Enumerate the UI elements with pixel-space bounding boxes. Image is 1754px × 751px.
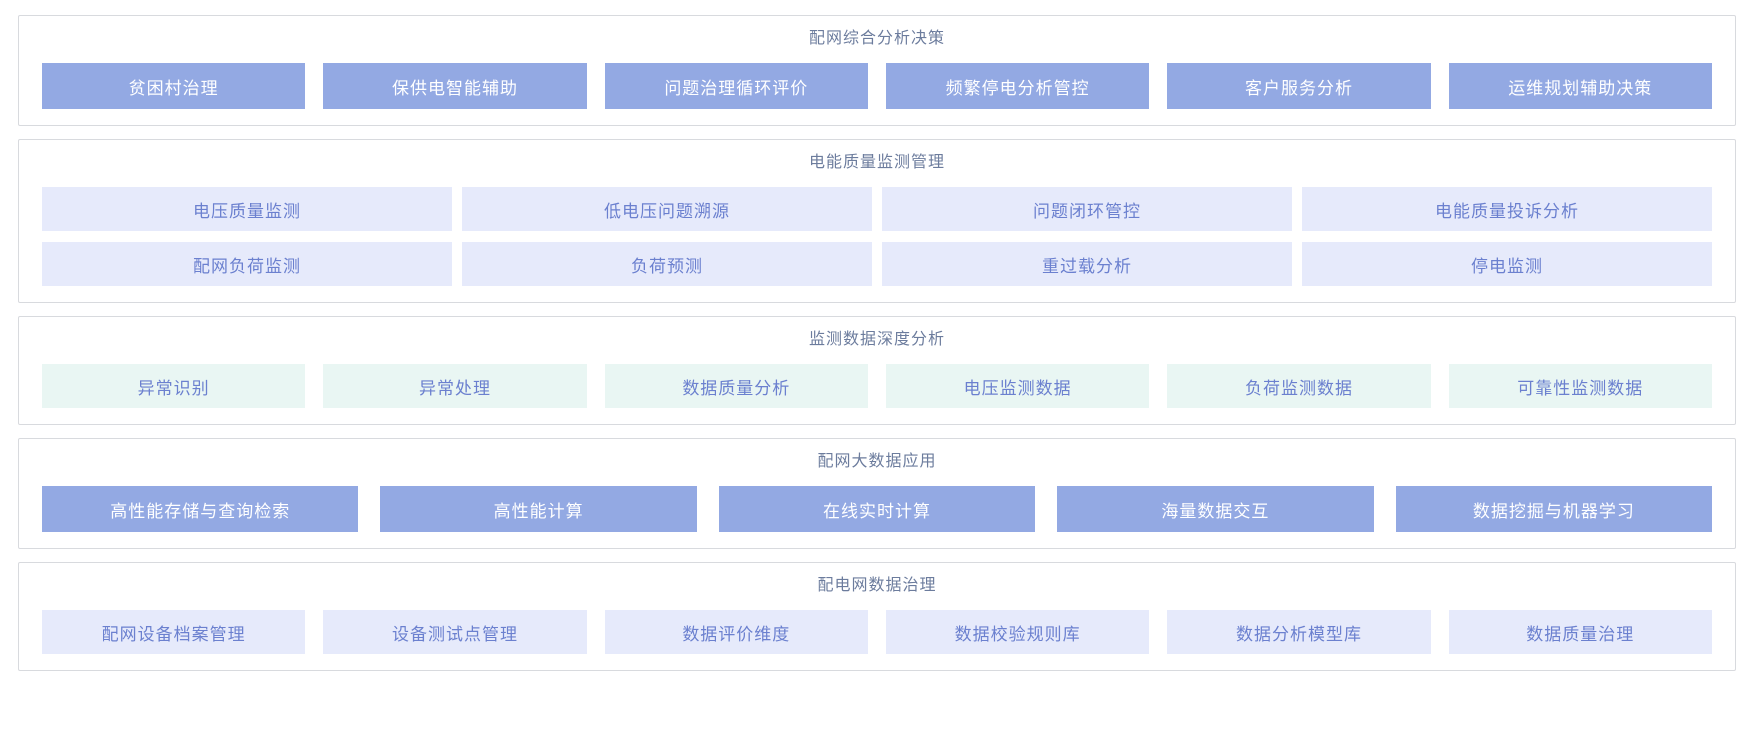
module-button[interactable]: 数据校验规则库: [885, 610, 1150, 654]
section-title: 电能质量监测管理: [808, 154, 945, 171]
module-button[interactable]: 数据质量治理: [1448, 610, 1712, 654]
module-button[interactable]: 贫困村治理: [42, 63, 306, 109]
section-title: 配网综合分析决策: [808, 30, 945, 47]
section-title: 监测数据深度分析: [808, 331, 945, 348]
module-button[interactable]: 可靠性监测数据: [1448, 364, 1712, 408]
section-title: 配网大数据应用: [817, 453, 937, 470]
button-rows: 异常识别异常处理数据质量分析电压监测数据负荷监测数据可靠性监测数据: [42, 364, 1712, 408]
section-panel-2: 电能质量监测管理电压质量监测低电压问题溯源问题闭环管控电能质量投诉分析配网负荷监…: [18, 139, 1736, 303]
button-row: 配网设备档案管理设备测试点管理数据评价维度数据校验规则库数据分析模型库数据质量治…: [42, 610, 1712, 654]
module-button[interactable]: 设备测试点管理: [323, 610, 587, 654]
button-row: 贫困村治理保供电智能辅助问题治理循环评价频繁停电分析管控客户服务分析运维规划辅助…: [42, 63, 1712, 109]
module-button[interactable]: 负荷预测: [462, 242, 872, 286]
module-button[interactable]: 问题闭环管控: [882, 187, 1292, 231]
module-button[interactable]: 数据分析模型库: [1167, 610, 1431, 654]
module-button[interactable]: 数据质量分析: [604, 364, 868, 408]
module-button[interactable]: 在线实时计算: [718, 486, 1036, 532]
module-button[interactable]: 停电监测: [1302, 242, 1712, 286]
button-rows: 高性能存储与查询检索高性能计算在线实时计算海量数据交互数据挖掘与机器学习: [42, 486, 1713, 532]
button-row: 电压质量监测低电压问题溯源问题闭环管控电能质量投诉分析: [42, 187, 1712, 231]
button-rows: 电压质量监测低电压问题溯源问题闭环管控电能质量投诉分析配网负荷监测负荷预测重过载…: [42, 187, 1712, 286]
section-panel-5: 配电网数据治理配网设备档案管理设备测试点管理数据评价维度数据校验规则库数据分析模…: [18, 562, 1736, 671]
module-button[interactable]: 电压监测数据: [885, 364, 1150, 408]
module-button[interactable]: 电能质量投诉分析: [1302, 187, 1712, 231]
module-button[interactable]: 数据评价维度: [604, 610, 868, 654]
button-row: 异常识别异常处理数据质量分析电压监测数据负荷监测数据可靠性监测数据: [42, 364, 1712, 408]
button-row: 高性能存储与查询检索高性能计算在线实时计算海量数据交互数据挖掘与机器学习: [42, 486, 1713, 532]
module-button[interactable]: 低电压问题溯源: [462, 187, 872, 231]
module-button[interactable]: 负荷监测数据: [1167, 364, 1431, 408]
button-rows: 配网设备档案管理设备测试点管理数据评价维度数据校验规则库数据分析模型库数据质量治…: [42, 610, 1712, 654]
module-button[interactable]: 重过载分析: [882, 242, 1292, 286]
module-button[interactable]: 问题治理循环评价: [604, 63, 868, 109]
module-button[interactable]: 异常识别: [42, 364, 306, 408]
module-button[interactable]: 高性能存储与查询检索: [42, 486, 359, 532]
module-button[interactable]: 客户服务分析: [1167, 63, 1431, 109]
module-button[interactable]: 配网设备档案管理: [42, 610, 306, 654]
module-button[interactable]: 高性能计算: [380, 486, 697, 532]
module-button[interactable]: 电压质量监测: [42, 187, 452, 231]
section-title: 配电网数据治理: [817, 577, 937, 594]
section-panel-1: 配网综合分析决策贫困村治理保供电智能辅助问题治理循环评价频繁停电分析管控客户服务…: [18, 15, 1736, 126]
button-row: 配网负荷监测负荷预测重过载分析停电监测: [42, 242, 1712, 286]
button-rows: 贫困村治理保供电智能辅助问题治理循环评价频繁停电分析管控客户服务分析运维规划辅助…: [42, 63, 1712, 109]
module-button[interactable]: 异常处理: [323, 364, 587, 408]
module-button[interactable]: 运维规划辅助决策: [1448, 63, 1712, 109]
module-button[interactable]: 配网负荷监测: [42, 242, 452, 286]
module-button[interactable]: 数据挖掘与机器学习: [1395, 486, 1713, 532]
section-panel-3: 监测数据深度分析异常识别异常处理数据质量分析电压监测数据负荷监测数据可靠性监测数…: [18, 316, 1736, 425]
module-button[interactable]: 频繁停电分析管控: [885, 63, 1150, 109]
section-panel-4: 配网大数据应用高性能存储与查询检索高性能计算在线实时计算海量数据交互数据挖掘与机…: [18, 438, 1736, 549]
module-button[interactable]: 海量数据交互: [1057, 486, 1374, 532]
module-button[interactable]: 保供电智能辅助: [323, 63, 587, 109]
module-dashboard: 配网综合分析决策贫困村治理保供电智能辅助问题治理循环评价频繁停电分析管控客户服务…: [18, 15, 1736, 671]
